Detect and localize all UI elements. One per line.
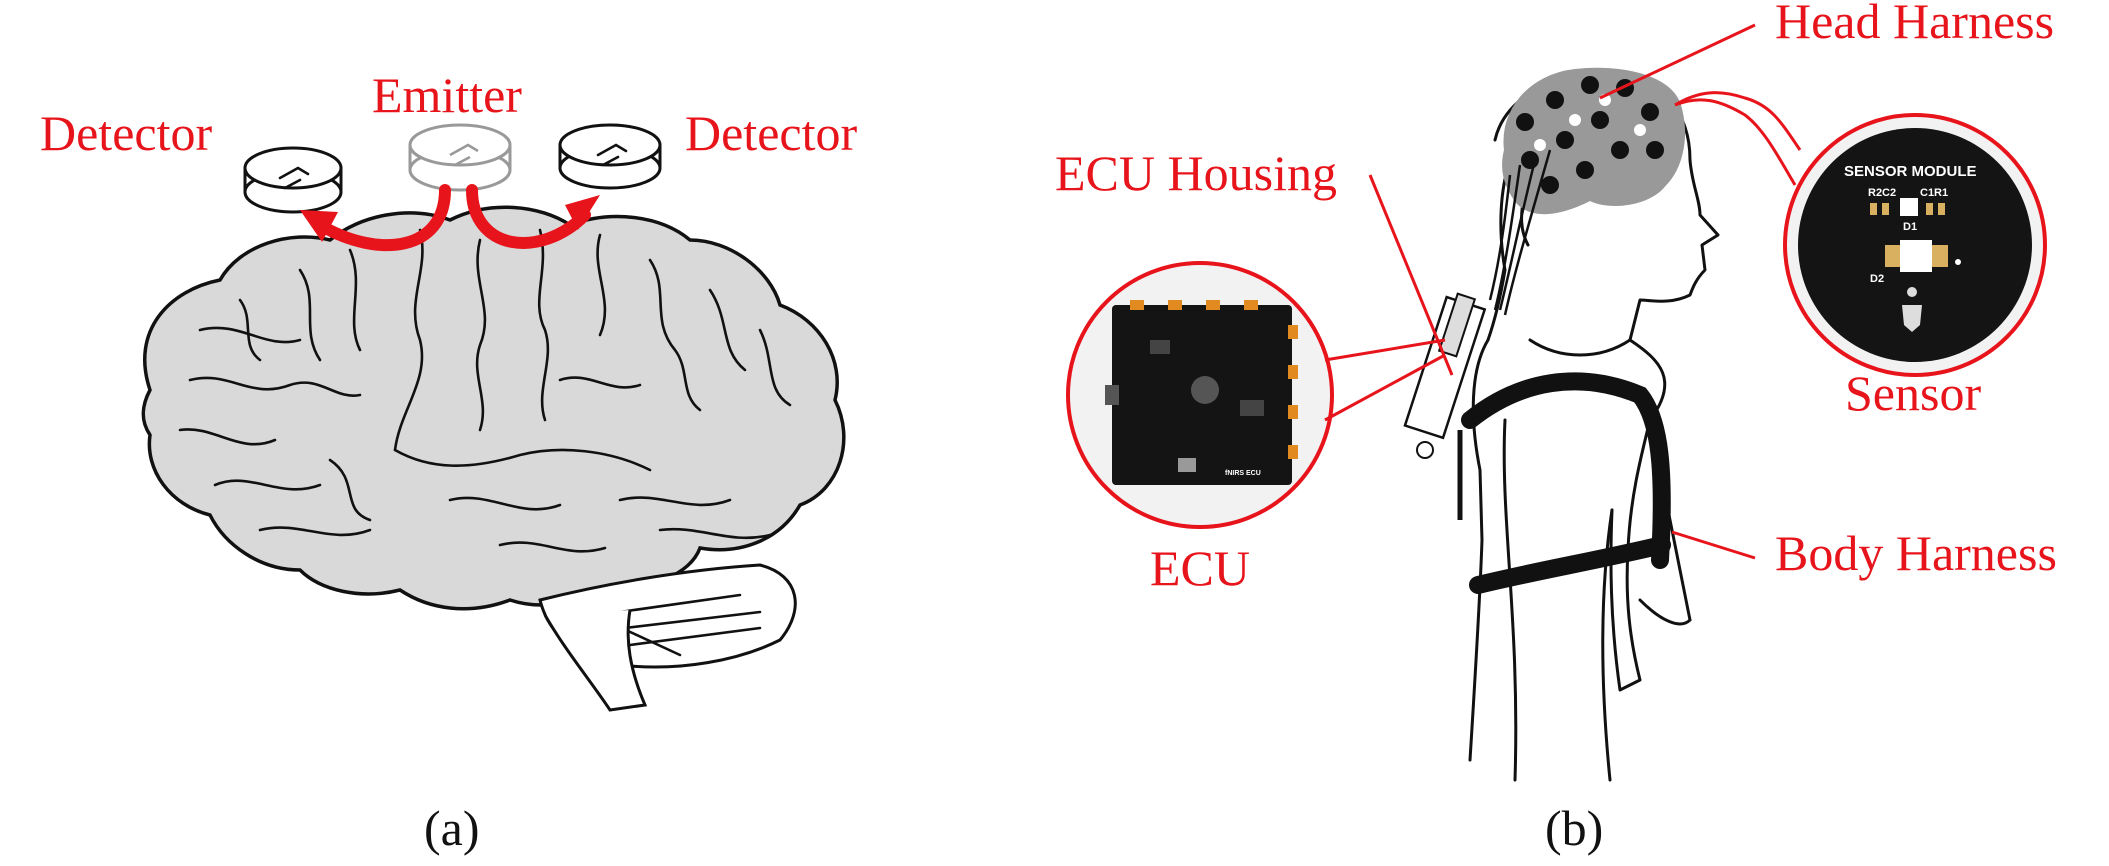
detector-left-label: Detector [40, 105, 212, 161]
brain-illustration [141, 205, 846, 712]
person-illustration [1403, 67, 1720, 782]
body-harness-label: Body Harness [1775, 525, 2057, 581]
detector-left-optode [243, 146, 343, 214]
caption-a: (a) [424, 800, 480, 856]
sensor-label: Sensor [1845, 365, 1981, 421]
ecu-label: ECU [1150, 540, 1250, 596]
detector-right-optode [558, 123, 662, 190]
head-harness-leader [1599, 23, 1756, 100]
ecu-board-label: fNIRS ECU [1225, 470, 1261, 477]
body-harness-leader [1671, 530, 1756, 560]
head-harness-label: Head Harness [1775, 0, 2054, 49]
emitter-optode [408, 123, 512, 192]
caption-b: (b) [1545, 800, 1603, 856]
brainstem [543, 609, 648, 712]
ecu-housing-label: ECU Housing [1055, 145, 1337, 201]
panel-a: Detector Emitter Detector (a) [40, 67, 857, 856]
light-path-arrows [300, 184, 600, 252]
emitter-label: Emitter [372, 67, 522, 123]
brain-folds [178, 228, 792, 553]
sensor-d1: D1 [1903, 221, 1917, 233]
detector-right-label: Detector [685, 105, 857, 161]
sensor-module-title: SENSOR MODULE [1844, 163, 1977, 180]
ecu-housing [1403, 292, 1487, 520]
ecu-housing-leader [1368, 174, 1454, 376]
d1-detector [1900, 198, 1918, 216]
panel-b: fNIRS ECU SENSOR MODULE R2C2 C1R1 D1 D2 [1055, 0, 2057, 856]
sensor-zoom: SENSOR MODULE R2C2 C1R1 D1 D2 [1674, 91, 2047, 377]
d2-emitter [1900, 240, 1932, 272]
ecu-zoom: fNIRS ECU [1066, 261, 1446, 529]
sensor-d2: D2 [1870, 273, 1884, 285]
brain-cortex [141, 205, 846, 611]
sensor-c1r1: C1R1 [1920, 187, 1948, 199]
sensor-r2c2: R2C2 [1868, 187, 1896, 199]
